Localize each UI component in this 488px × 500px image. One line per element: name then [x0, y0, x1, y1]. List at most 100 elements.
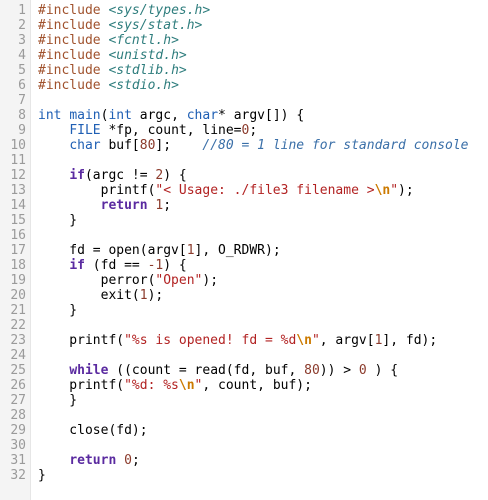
token-number: 2 — [155, 168, 164, 183]
token-plain: ) { — [163, 168, 187, 183]
code-line[interactable]: 31 return 0; — [0, 453, 488, 468]
code-line[interactable]: 20 exit(1); — [0, 288, 488, 303]
token-header: <sys/types.h> — [108, 3, 211, 18]
token-plain: } — [38, 393, 78, 408]
token-number: 1 — [186, 243, 195, 258]
token-header: <stdio.h> — [108, 78, 179, 93]
code-line[interactable]: 29 close(fd); — [0, 423, 488, 438]
code-line[interactable]: 28 — [0, 408, 488, 423]
token-plain: ); — [202, 273, 219, 288]
token-number: 0 — [241, 123, 250, 138]
token-string: " — [390, 183, 399, 198]
code-line[interactable]: 30 — [0, 438, 488, 453]
token-number: 80 — [304, 363, 320, 378]
line-number: 21 — [10, 303, 26, 318]
code-line[interactable]: 15 } — [0, 213, 488, 228]
token-type: FILE — [69, 123, 101, 138]
code-line[interactable]: 19 perror("Open"); — [0, 273, 488, 288]
token-plain: printf( — [38, 378, 125, 393]
line-number: 29 — [10, 423, 26, 438]
token-number: -1 — [147, 258, 164, 273]
line-number: 3 — [18, 33, 26, 48]
token-preproc: #include — [38, 48, 109, 63]
line-number: 28 — [10, 408, 26, 423]
code-line[interactable]: 27 } — [0, 393, 488, 408]
line-code: exit(1); — [38, 288, 164, 303]
token-plain: exit( — [38, 288, 140, 303]
line-code: #include <sys/stat.h> — [38, 18, 202, 33]
code-line[interactable]: 4#include <unistd.h> — [0, 48, 488, 63]
line-number: 14 — [10, 198, 26, 213]
token-plain: argc, — [131, 108, 187, 123]
code-line[interactable]: 2#include <sys/stat.h> — [0, 18, 488, 33]
code-line[interactable]: 14 return 1; — [0, 198, 488, 213]
code-line[interactable]: 1#include <sys/types.h> — [0, 3, 488, 18]
line-number: 30 — [10, 438, 26, 453]
token-plain: ) { — [163, 258, 187, 273]
line-code: printf("%d: %s\n", count, buf); — [38, 378, 312, 393]
token-number: 1 — [155, 198, 164, 213]
line-number: 26 — [10, 378, 26, 393]
line-number: 22 — [10, 318, 26, 333]
code-line[interactable]: 10 char buf[80]; //80 = 1 line for stand… — [0, 138, 488, 153]
line-number: 4 — [18, 48, 26, 63]
line-code: #include <fcntl.h> — [38, 33, 179, 48]
code-line[interactable]: 32} — [0, 468, 488, 483]
token-preproc: #include — [38, 33, 109, 48]
token-plain: (argc != — [84, 168, 156, 183]
line-code: char buf[80]; //80 = 1 line for standard… — [38, 138, 468, 153]
token-plain: (fd == — [84, 258, 148, 273]
line-code: return 1; — [38, 198, 171, 213]
line-code: if (fd == -1) { — [38, 258, 187, 273]
code-line[interactable]: 18 if (fd == -1) { — [0, 258, 488, 273]
line-code: FILE *fp, count, line=0; — [38, 123, 257, 138]
token-keyword: return — [69, 453, 117, 468]
line-code: #include <stdlib.h> — [38, 63, 187, 78]
code-line[interactable]: 25 while ((count = read(fd, buf, 80)) > … — [0, 363, 488, 378]
code-line[interactable]: 13 printf("< Usage: ./file3 filename >\n… — [0, 183, 488, 198]
token-string: "%d: %s — [124, 378, 179, 393]
token-number: 1 — [139, 288, 148, 303]
token-plain: ; — [249, 123, 258, 138]
line-number: 16 — [10, 228, 26, 243]
line-number: 23 — [10, 333, 26, 348]
token-plain: ); — [147, 288, 164, 303]
token-preproc: #include — [38, 63, 109, 78]
code-line[interactable]: 16 — [0, 228, 488, 243]
line-code: #include <sys/types.h> — [38, 3, 210, 18]
line-number: 20 — [10, 288, 26, 303]
code-line[interactable]: 11 — [0, 153, 488, 168]
token-type: int — [38, 108, 62, 123]
code-lines[interactable]: 1#include <sys/types.h>2#include <sys/st… — [0, 3, 488, 483]
line-code: } — [38, 303, 77, 318]
token-header: <stdlib.h> — [108, 63, 187, 78]
code-line[interactable]: 26 printf("%d: %s\n", count, buf); — [0, 378, 488, 393]
line-number: 15 — [10, 213, 26, 228]
line-number-gutter — [0, 0, 31, 500]
token-plain: )) > — [319, 363, 359, 378]
code-line[interactable]: 23 printf("%s is opened! fd = %d\n", arg… — [0, 333, 488, 348]
token-number: 1 — [374, 333, 383, 348]
code-line[interactable]: 24 — [0, 348, 488, 363]
token-number: 0 — [124, 453, 132, 468]
code-line[interactable]: 22 — [0, 318, 488, 333]
code-line[interactable]: 7 — [0, 93, 488, 108]
code-line[interactable]: 12 if(argc != 2) { — [0, 168, 488, 183]
code-line[interactable]: 5#include <stdlib.h> — [0, 63, 488, 78]
code-line[interactable]: 17 fd = open(argv[1], O_RDWR); — [0, 243, 488, 258]
line-code: printf("%s is opened! fd = %d\n", argv[1… — [38, 333, 437, 348]
line-code: } — [38, 393, 77, 408]
token-string: "< Usage: ./file3 filename > — [155, 183, 375, 198]
code-line[interactable]: 21 } — [0, 303, 488, 318]
code-line[interactable]: 6#include <stdio.h> — [0, 78, 488, 93]
token-plain — [116, 453, 124, 468]
code-line[interactable]: 9 FILE *fp, count, line=0; — [0, 123, 488, 138]
token-escape: \n — [178, 378, 195, 393]
token-plain: ((count = read(fd, buf, — [108, 363, 305, 378]
code-line[interactable]: 3 #include <fcntl.h> — [0, 33, 488, 48]
token-plain: ) { — [366, 363, 399, 378]
token-type: char — [186, 108, 219, 123]
token-header: <fcntl.h> — [108, 33, 179, 48]
